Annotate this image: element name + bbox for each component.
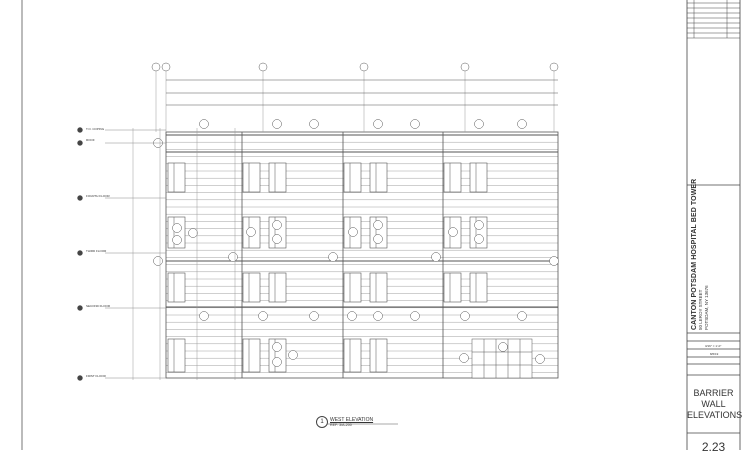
grid-bubble (460, 62, 470, 72)
level-marker-icon (77, 140, 83, 146)
window (343, 162, 362, 193)
project-info: CANTON POTSDAM HOSPITAL BED TOWER 50 LER… (691, 178, 710, 330)
view-number-bubble: 1 (316, 416, 328, 428)
grid-bubble (549, 62, 559, 72)
grid-bubble (359, 62, 369, 72)
sheet-title: BARRIER WALL ELEVATIONS (687, 388, 743, 421)
detail-tag-bubble (172, 235, 182, 245)
detail-tag-bubble (309, 119, 319, 129)
sheet-title-line: BARRIER (693, 388, 734, 398)
level-marker-icon (77, 127, 83, 133)
detail-tag-bubble (228, 252, 238, 262)
detail-tag-bubble (448, 227, 458, 237)
detail-tag-bubble (172, 223, 182, 233)
window (343, 272, 362, 303)
detail-tag-bubble (188, 228, 198, 238)
detail-tag-bubble (431, 252, 441, 262)
grid-bubble (258, 62, 268, 72)
detail-tag-bubble (373, 311, 383, 321)
level-marker-icon (77, 195, 83, 201)
sheet-title-line: ELEVATIONS (687, 410, 743, 420)
building-outline (165, 131, 559, 379)
sheet-number: 2.23 (701, 440, 726, 454)
detail-tag-bubble (272, 119, 282, 129)
window (167, 338, 186, 373)
detail-tag-bubble (410, 311, 420, 321)
detail-tag-bubble (272, 342, 282, 352)
detail-tag-bubble (373, 119, 383, 129)
project-name: CANTON POTSDAM HOSPITAL BED TOWER (691, 178, 698, 330)
level-marker-icon (77, 250, 83, 256)
detail-tag-bubble (373, 220, 383, 230)
detail-tag-bubble (199, 119, 209, 129)
west-elevation-drawing (77, 62, 559, 425)
detail-tag-bubble (474, 119, 484, 129)
detail-tag-bubble (498, 342, 508, 352)
detail-tag-bubble (272, 234, 282, 244)
level-label: FOURTH FLOOR (86, 194, 110, 198)
view-reference: REF: 3/A-200 (330, 423, 352, 427)
scale-value: 3/16" = 1'-0" (705, 344, 722, 348)
window (443, 162, 462, 193)
detail-tag-bubble (549, 256, 559, 266)
detail-tag-bubble (348, 227, 358, 237)
window (268, 162, 287, 193)
detail-tag-bubble (153, 256, 163, 266)
window (343, 338, 362, 373)
window (369, 338, 388, 373)
window (167, 272, 186, 303)
detail-tag-bubble (246, 227, 256, 237)
window (242, 272, 261, 303)
title-block (686, 0, 741, 450)
level-label: SECOND FLOOR (86, 304, 111, 308)
window (242, 338, 261, 373)
detail-tag-bubble (347, 311, 357, 321)
level-label: T.O. COPING (86, 127, 105, 131)
detail-tag-bubble (474, 220, 484, 230)
detail-tag-bubble (288, 350, 298, 360)
window (469, 272, 488, 303)
sheet-title-line: WALL (701, 399, 726, 409)
detail-tag-bubble (459, 353, 469, 363)
level-marker-icon (77, 305, 83, 311)
detail-tag-bubble (272, 220, 282, 230)
window (167, 162, 186, 193)
detail-tag-bubble (309, 311, 319, 321)
detail-tag-bubble (373, 234, 383, 244)
detail-tag-bubble (258, 311, 268, 321)
detail-tag-bubble (328, 252, 338, 262)
grid-bubble (151, 62, 161, 72)
detail-tag-bubble (474, 234, 484, 244)
window (369, 272, 388, 303)
window (369, 162, 388, 193)
window (443, 272, 462, 303)
window (469, 162, 488, 193)
level-marker-icon (77, 375, 83, 381)
detail-tag-bubble (410, 119, 420, 129)
window (268, 272, 287, 303)
detail-tag-bubble (460, 311, 470, 321)
detail-tag-bubble (517, 311, 527, 321)
level-label: THIRD FLOOR (86, 249, 107, 253)
detail-tag-bubble (199, 311, 209, 321)
level-label: ROOF (86, 138, 95, 142)
detail-tag-bubble (272, 357, 282, 367)
window (242, 162, 261, 193)
project-address-line2: POTSDAM, NY 13676 (704, 285, 709, 330)
grid-bubble (161, 62, 171, 72)
detail-tag-bubble (517, 119, 527, 129)
view-title: WEST ELEVATION (330, 417, 374, 423)
detail-tag-bubble (535, 354, 545, 364)
level-label: FIRST FLOOR (86, 374, 106, 378)
date-value: 8/6/19 (710, 352, 719, 356)
